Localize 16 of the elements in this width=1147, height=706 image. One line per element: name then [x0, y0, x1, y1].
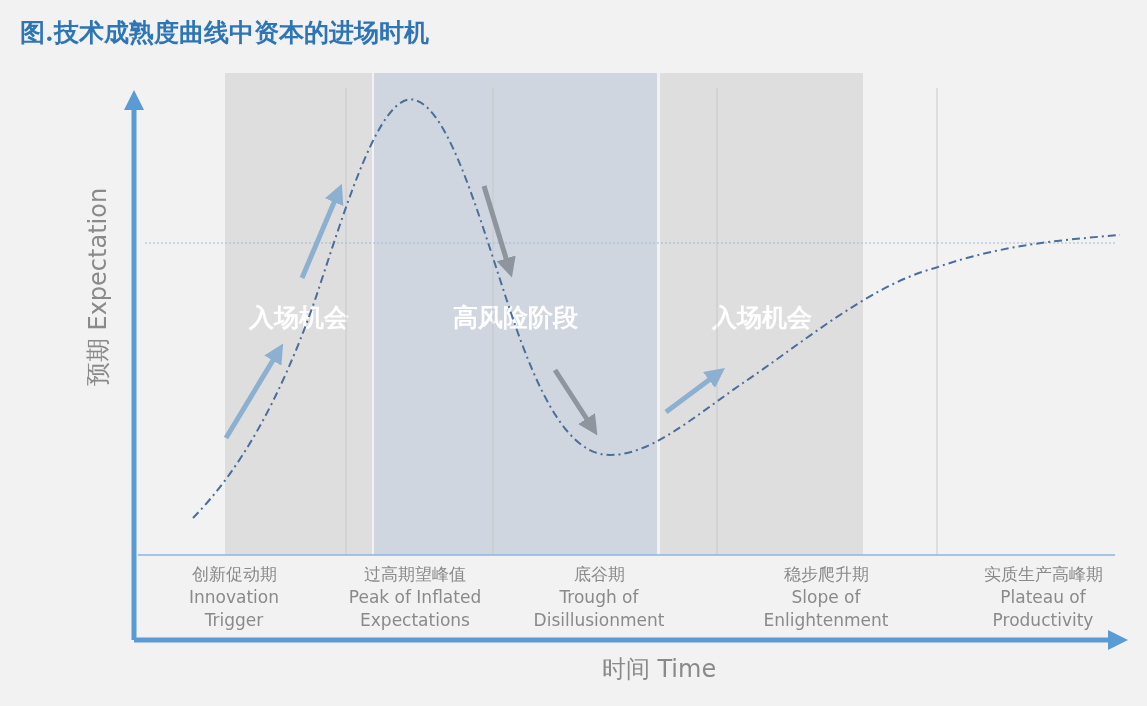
- axis-label: 时间 Time: [601, 654, 717, 684]
- phase-label: Plateau of Productivity: [991, 586, 1095, 632]
- phase-label: 实质生产高峰期: [983, 563, 1103, 586]
- phase-label: 底谷期: [573, 563, 625, 586]
- phase-label: Innovation Trigger: [188, 586, 280, 632]
- phase-label: Trough of Disillusionment: [532, 586, 666, 632]
- phase-label: 过高期望峰值: [364, 563, 466, 586]
- phase-band: [225, 73, 372, 555]
- phase-label: 稳步爬升期: [783, 563, 869, 586]
- axis-label: 预期 Expectation: [84, 187, 112, 387]
- phase-label: 创新促动期: [191, 563, 277, 586]
- phase-label: Slope of Enlightenment: [762, 586, 890, 632]
- title: 图.技术成熟度曲线中资本的进场时机: [20, 17, 429, 49]
- phase-label: Peak of Inflated Expectations: [347, 586, 483, 632]
- phase-band: [660, 73, 863, 555]
- phase-band: [374, 73, 657, 555]
